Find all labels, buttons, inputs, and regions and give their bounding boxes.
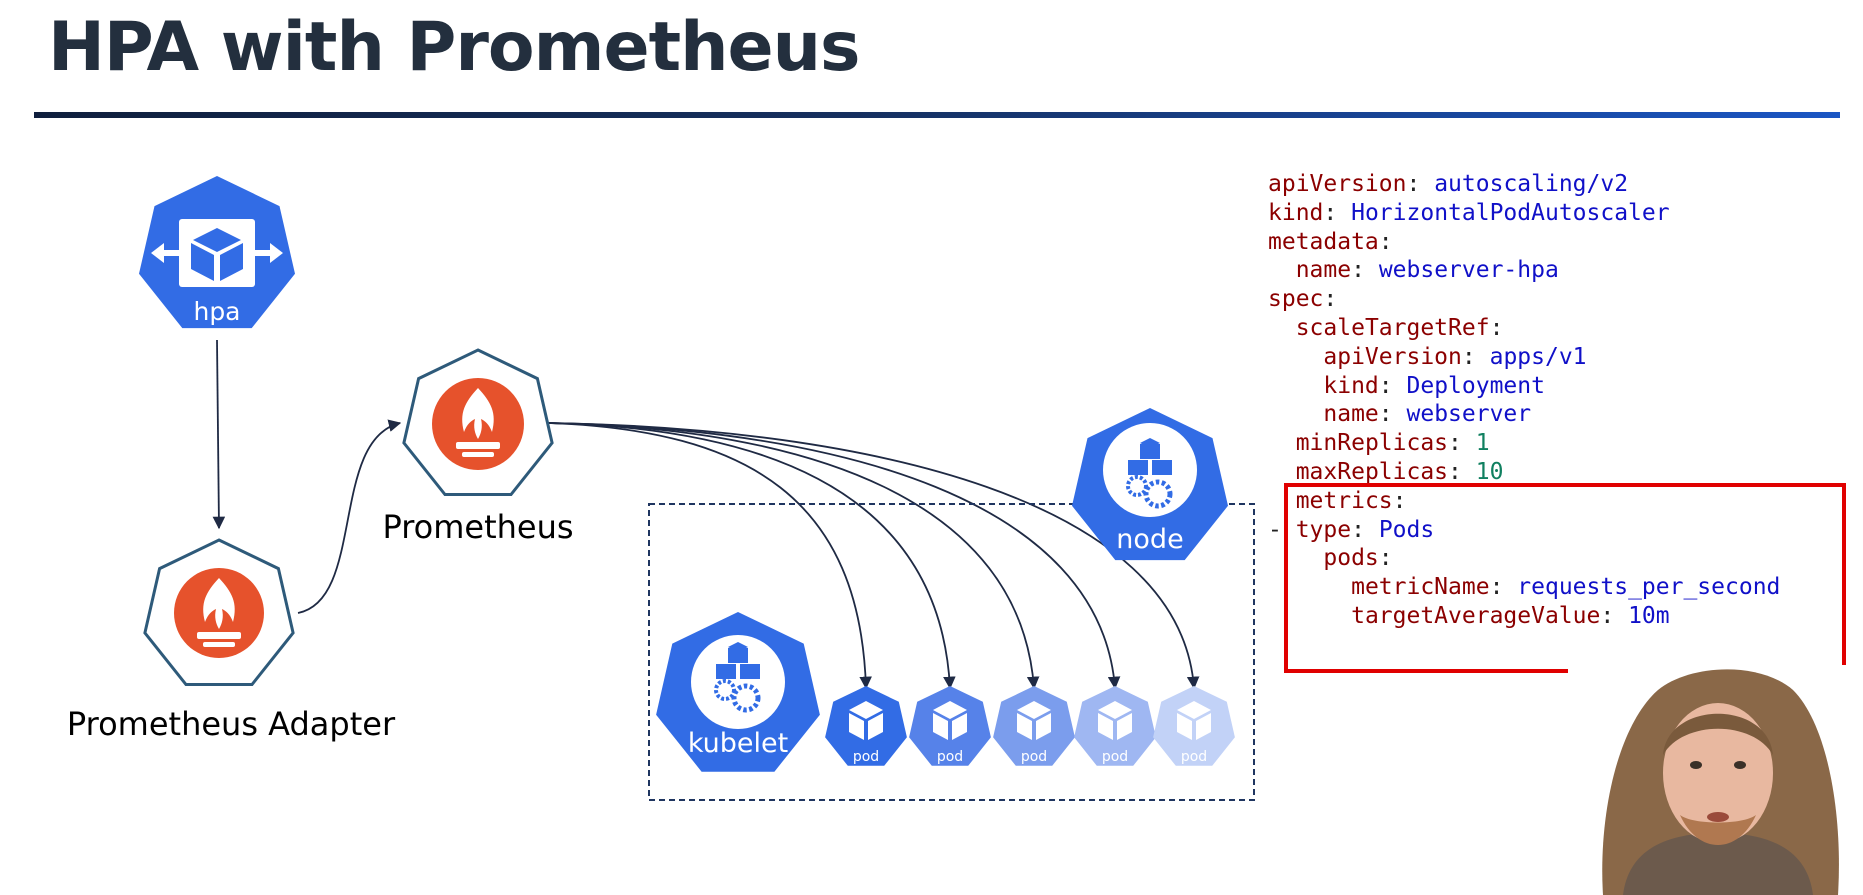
- title-underline: [34, 112, 1840, 118]
- adapter-label: Prometheus Adapter: [67, 705, 396, 743]
- pod-hexagon: [825, 686, 907, 766]
- yaml-key: pods: [1323, 545, 1379, 572]
- pod-4: pod: [1074, 686, 1156, 766]
- node-label: node: [1116, 524, 1183, 555]
- yaml-line: - type: Pods: [1268, 516, 1435, 543]
- arrow-prometheus-to-pod-1: [547, 422, 872, 690]
- hpa-label: hpa: [193, 297, 240, 326]
- pod-hexagon: [909, 686, 991, 766]
- kubelet: kubelet: [656, 612, 820, 772]
- yaml-line: maxReplicas: 10: [1295, 458, 1504, 485]
- yaml-value: HorizontalPodAutoscaler: [1351, 199, 1670, 226]
- arrow-adapter-to-prometheus: [297, 419, 402, 614]
- prometheus-adapter: Prometheus Adapter: [67, 538, 396, 743]
- yaml-line: metricName: requests_per_second: [1351, 574, 1781, 601]
- yaml-value: 1: [1475, 430, 1490, 457]
- presenter-video-feed: [1568, 665, 1863, 895]
- yaml-line: kind: Deployment: [1323, 372, 1545, 399]
- pods: pod pod pod pod pod: [825, 686, 1235, 766]
- arrow-prometheus-to-pod-4: [547, 422, 1121, 690]
- prometheus-torch-icon: [432, 378, 524, 470]
- pod-3: pod: [993, 686, 1075, 766]
- yaml-key: metricName: [1351, 574, 1490, 601]
- arrow-hpa-to-adapter: [212, 339, 226, 530]
- yaml-value: autoscaling/v2: [1434, 171, 1629, 197]
- metrics-highlight-box: [1284, 483, 1846, 673]
- yaml-key: apiVersion: [1323, 343, 1462, 370]
- yaml-key: name: [1323, 401, 1379, 428]
- yaml-line: spec:: [1268, 286, 1338, 313]
- arrow-prometheus-to-pod-3: [547, 422, 1040, 690]
- deployment-cube-icon: [151, 219, 283, 287]
- yaml-key: minReplicas: [1295, 430, 1449, 457]
- pod-hexagon: [1153, 686, 1235, 766]
- pod-label: pod: [1102, 749, 1128, 765]
- yaml-key: kind: [1268, 199, 1324, 226]
- yaml-key: scaleTargetRef: [1295, 314, 1490, 341]
- pod-5: pod: [1153, 686, 1235, 766]
- pod-cube-icon: [1098, 701, 1132, 740]
- yaml-line: name: webserver-hpa: [1295, 257, 1559, 284]
- hpa-yaml-manifest: apiVersion: autoscaling/v2 kind: Horizon…: [1268, 170, 1780, 631]
- kubelet-cubes-gears-icon: [691, 635, 785, 729]
- pod-hexagon: [1074, 686, 1156, 766]
- arrow-prometheus-to-pod-2: [547, 422, 956, 690]
- pod-label: pod: [853, 749, 879, 765]
- yaml-value: 10: [1475, 458, 1504, 485]
- node-boundary: [648, 503, 1255, 801]
- kubelet-label: kubelet: [688, 728, 788, 759]
- pod-hexagon: [993, 686, 1075, 766]
- yaml-line: metrics:: [1295, 487, 1407, 514]
- connector-arrows: [212, 339, 1200, 690]
- yaml-line: pods:: [1323, 545, 1393, 572]
- pod-label: pod: [937, 749, 963, 765]
- yaml-value: Deployment: [1406, 372, 1545, 399]
- yaml-key: metadata: [1268, 228, 1379, 255]
- yaml-key: spec: [1268, 286, 1324, 313]
- yaml-value: apps/v1: [1489, 343, 1587, 370]
- pod-label: pod: [1021, 749, 1047, 765]
- yaml-line: kind: HorizontalPodAutoscaler: [1268, 199, 1670, 226]
- prometheus-torch-icon: [174, 568, 264, 658]
- yaml-key: kind: [1323, 372, 1379, 399]
- pod-2: pod: [909, 686, 991, 766]
- pod-cube-icon: [1017, 701, 1051, 740]
- pod-1: pod: [825, 686, 907, 766]
- prometheus-server: Prometheus: [382, 348, 574, 546]
- yaml-line: scaleTargetRef:: [1295, 314, 1504, 341]
- yaml-key: targetAverageValue: [1351, 602, 1601, 629]
- hpa-resource: hpa: [139, 176, 295, 329]
- yaml-line: apiVersion: autoscaling/v2: [1268, 171, 1629, 197]
- k8s-node: node: [1072, 408, 1228, 561]
- pod-label: pod: [1181, 749, 1207, 765]
- yaml-line: apiVersion: apps/v1: [1323, 343, 1587, 370]
- yaml-key: name: [1295, 257, 1352, 284]
- yaml-line: targetAverageValue: 10m: [1351, 602, 1670, 629]
- pod-cube-icon: [849, 701, 883, 740]
- pod-cube-icon: [933, 701, 967, 740]
- yaml-line: name: webserver: [1323, 401, 1532, 428]
- yaml-value: Pods: [1378, 516, 1435, 543]
- yaml-line: metadata:: [1268, 228, 1393, 255]
- slide-title: HPA with Prometheus: [48, 8, 861, 87]
- yaml-key: maxReplicas: [1295, 458, 1449, 485]
- yaml-value: 10m: [1628, 602, 1670, 629]
- yaml-value: webserver: [1406, 401, 1532, 428]
- yaml-value: webserver-hpa: [1378, 257, 1559, 284]
- yaml-key: type: [1295, 516, 1352, 543]
- prometheus-label: Prometheus: [382, 508, 573, 546]
- yaml-key: apiVersion: [1268, 171, 1407, 197]
- yaml-key: metrics: [1295, 487, 1393, 514]
- arrow-prometheus-to-pod-5: [547, 422, 1200, 690]
- node-cubes-gears-icon: [1103, 423, 1197, 517]
- yaml-value: requests_per_second: [1517, 574, 1781, 601]
- yaml-line: minReplicas: 1: [1295, 430, 1490, 457]
- pod-cube-icon: [1177, 701, 1211, 740]
